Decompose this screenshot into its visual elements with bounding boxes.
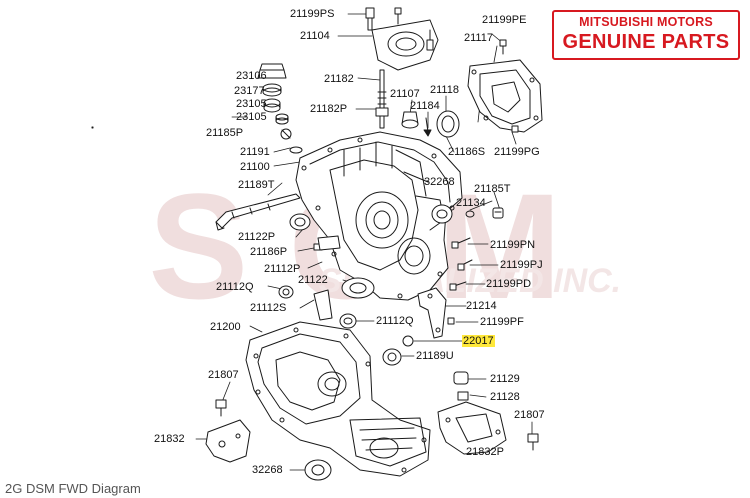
bolt-21199pd bbox=[449, 281, 467, 291]
part-21129 bbox=[453, 371, 469, 385]
bolt-21199pn bbox=[451, 237, 471, 249]
part-label-21199pn: 21199PN bbox=[490, 239, 536, 251]
part-label-21199pd: 21199PD bbox=[486, 278, 532, 290]
bolt-21807-right bbox=[527, 433, 539, 451]
bolt-21199pj bbox=[457, 259, 473, 271]
part-label-21214: 21214 bbox=[466, 300, 497, 312]
bolt-21807-left bbox=[215, 399, 227, 417]
fork-21112s bbox=[313, 289, 333, 321]
bushing-21112q-left bbox=[278, 285, 294, 299]
part-label-21112p: 21112P bbox=[264, 263, 301, 275]
part-label-21191: 21191 bbox=[240, 146, 270, 158]
part-label-21184: 21184 bbox=[410, 100, 440, 112]
part-label-21807-right: 21807 bbox=[514, 409, 545, 421]
part-label-21200: 21200 bbox=[210, 321, 241, 333]
part-label-21189u: 21189U bbox=[416, 350, 454, 362]
bearing-21122 bbox=[341, 277, 375, 299]
shift-shaft-21182 bbox=[375, 69, 389, 129]
part-label-23106: 23106 bbox=[236, 70, 267, 82]
bracket-21832p bbox=[437, 401, 507, 455]
part-label-21199pj: 21199PJ bbox=[500, 259, 543, 271]
bolt-21128 bbox=[457, 391, 469, 401]
part-label-21122p: 21122P bbox=[238, 231, 276, 243]
shift-boot-stack bbox=[257, 63, 289, 125]
plate-21112p bbox=[317, 235, 341, 251]
badge-brand: MITSUBISHI MOTORS bbox=[579, 15, 713, 29]
part-label-21185p: 21185P bbox=[206, 127, 244, 139]
part-label-21832: 21832 bbox=[154, 433, 185, 445]
washer-21191 bbox=[289, 146, 303, 154]
bracket-plate-21104 bbox=[365, 7, 439, 71]
plug-21107 bbox=[401, 111, 419, 129]
part-label-21112s: 21112S bbox=[250, 302, 287, 314]
part-label-21118: 21118 bbox=[430, 84, 459, 96]
part-label-21832p: 21832P bbox=[466, 446, 504, 458]
part-label-21117: 21117 bbox=[464, 32, 493, 44]
part-label-21122: 21122 bbox=[298, 274, 328, 286]
seal-32268-upper bbox=[431, 204, 453, 224]
bolt-21199pf bbox=[447, 317, 455, 325]
part-label-21199pf: 21199PF bbox=[480, 316, 524, 328]
part-label-21186p: 21186P bbox=[250, 246, 288, 258]
oring-21134 bbox=[465, 210, 475, 218]
part-label-23177: 23177 bbox=[234, 85, 265, 97]
part-label-21199pg: 21199PG bbox=[494, 146, 540, 158]
badge-genuine-parts: GENUINE PARTS bbox=[562, 31, 730, 53]
part-label-21182: 21182 bbox=[324, 73, 354, 85]
part-label-21104: 21104 bbox=[300, 30, 330, 42]
plug-21185p bbox=[91, 126, 292, 140]
part-label-21199ps: 21199PS bbox=[290, 8, 335, 20]
part-label-21186s: 21186S bbox=[448, 146, 486, 158]
mitsubishi-genuine-parts-badge: MITSUBISHI MOTORS GENUINE PARTS bbox=[552, 10, 740, 60]
part-label-23105-a: 23105 bbox=[236, 98, 267, 110]
part-label-21185t: 21185T bbox=[474, 183, 511, 195]
part-label-21807-left: 21807 bbox=[208, 369, 239, 381]
part-label-32268-lower: 32268 bbox=[252, 464, 283, 476]
pin-21184 bbox=[423, 117, 432, 137]
bushing-21112q-right bbox=[339, 313, 357, 329]
part-label-21100: 21100 bbox=[240, 161, 270, 173]
bracket-21214 bbox=[417, 287, 447, 339]
diagram-caption: 2G DSM FWD Diagram bbox=[5, 481, 141, 496]
part-label-21129: 21129 bbox=[490, 373, 520, 385]
seal-21189u bbox=[382, 348, 402, 366]
clutch-housing-21200 bbox=[245, 321, 431, 477]
part-label-21128: 21128 bbox=[490, 391, 520, 403]
end-cover-21117 bbox=[467, 39, 543, 133]
part-label-32268-upper: 32268 bbox=[424, 176, 455, 188]
seal-21118 bbox=[436, 110, 460, 138]
part-label-21107: 21107 bbox=[390, 88, 420, 100]
part-label-22017-highlighted: 22017 bbox=[462, 335, 495, 347]
part-label-21112q-right: 21112Q bbox=[376, 315, 414, 327]
magnet-22017 bbox=[402, 335, 414, 347]
bracket-21832 bbox=[205, 419, 251, 463]
part-label-23105-b: 23105 bbox=[236, 111, 267, 123]
part-label-21199pe: 21199PE bbox=[482, 14, 527, 26]
rail-21189t bbox=[215, 193, 301, 231]
plug-21185t bbox=[492, 207, 504, 219]
part-label-21112q-left: 21112Q bbox=[216, 281, 254, 293]
part-label-21182p: 21182P bbox=[310, 103, 348, 115]
seal-32268-lower bbox=[304, 459, 332, 481]
part-label-21189t: 21189T bbox=[238, 179, 275, 191]
transmission-case-21100 bbox=[295, 131, 463, 301]
seal-21122p bbox=[289, 213, 311, 231]
part-label-21134: 21134 bbox=[456, 197, 486, 209]
